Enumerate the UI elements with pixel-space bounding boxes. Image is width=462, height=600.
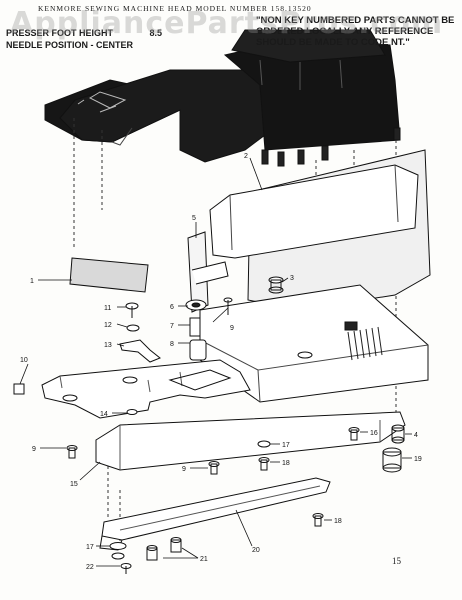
part-18-screw-lower	[312, 513, 324, 527]
callout-5: 5	[192, 215, 196, 222]
callout-19: 19	[414, 456, 422, 463]
callout-18-lower: 18	[334, 518, 342, 525]
part-20-rail	[99, 477, 331, 551]
part-13-lever	[119, 339, 161, 363]
arm-mount-posts	[261, 127, 401, 167]
callout-21: 21	[200, 556, 208, 563]
base-vent-grille	[347, 326, 383, 361]
callout-11: 11	[104, 305, 111, 312]
part-1-plate	[69, 257, 149, 293]
callout-6: 6	[170, 304, 174, 311]
callout-22: 22	[86, 564, 94, 571]
part-7-stud	[189, 317, 201, 337]
callout-4: 4	[414, 432, 418, 439]
callout-leaders	[19, 157, 412, 567]
callout-17-upper: 17	[282, 442, 290, 449]
part-12-washer	[126, 324, 140, 332]
callout-18-upper: 18	[282, 460, 290, 467]
part-15-base-strip	[95, 411, 406, 471]
part-17-22-stack	[109, 542, 132, 574]
callout-1: 1	[30, 278, 34, 285]
screw-9-middle	[208, 461, 220, 475]
part-11-screw	[125, 302, 139, 318]
part-3-screw	[268, 276, 284, 294]
callout-7: 7	[170, 323, 174, 330]
needle-position-label: NEEDLE POSITION - CENTER	[6, 40, 134, 50]
part-6-clip	[185, 299, 207, 311]
callout-14: 14	[100, 411, 108, 418]
part-21-bushings	[146, 537, 182, 561]
callout-16: 16	[370, 430, 378, 437]
part-8-spring	[189, 339, 207, 361]
callout-8: 8	[170, 341, 174, 348]
top-cover	[209, 164, 419, 259]
callout-17-lower: 17	[86, 544, 94, 551]
part-10-foot	[13, 383, 25, 395]
callout-15: 15	[70, 481, 78, 488]
screw-9-upper	[223, 297, 233, 315]
callout-10: 10	[20, 357, 28, 364]
callout-13: 13	[104, 342, 112, 349]
bottom-plate	[41, 359, 251, 419]
part-16-screw	[348, 427, 360, 441]
callout-9-left: 9	[32, 446, 36, 453]
part-18-screw-upper	[258, 457, 270, 471]
page-number: 15	[392, 556, 401, 566]
callout-9-upper: 9	[230, 325, 234, 332]
callout-labels: 1 2 3 4 5 6 7 8 9 9 9 10 11 12 13 14 15 …	[20, 153, 422, 571]
setting-notes: PRESSER FOOT HEIGHT 8.5 NEEDLE POSITION …	[6, 27, 162, 51]
model-title: KENMORE SEWING MACHINE HEAD MODEL NUMBER…	[38, 4, 312, 13]
part-19-foot	[382, 447, 402, 473]
callout-2: 2	[244, 153, 248, 160]
machine-head-arm	[44, 29, 401, 163]
part-4-foot	[391, 424, 405, 444]
ordering-note: "NON KEY NUMBERED PARTS CANNOT BE ORDERE…	[256, 15, 455, 48]
presser-foot-value: 8.5	[149, 28, 163, 38]
callout-3: 3	[290, 275, 294, 282]
presser-foot-label: PRESSER FOOT HEIGHT	[6, 28, 114, 38]
part-17-washer	[257, 440, 271, 448]
callout-12: 12	[104, 322, 112, 329]
callout-9-middle: 9	[182, 466, 186, 473]
screw-9-left	[66, 445, 78, 459]
part-14-screw	[126, 409, 138, 415]
callout-20: 20	[252, 547, 260, 554]
